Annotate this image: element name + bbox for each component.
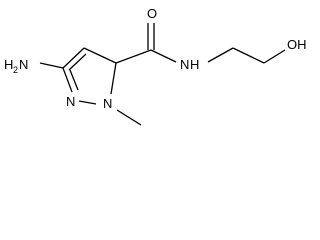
bond-n2-c3 [62,67,73,93]
bond-ch2-oh [263,49,286,64]
bond-n2-c3-inner [69,69,79,91]
bond-n1-n2 [78,100,97,105]
bond-carbonyl-n [150,49,177,63]
bond-n1-methyl [116,109,142,126]
amide-h-label: H [190,57,199,72]
bond-n-ch2 [207,47,234,63]
bond-c5-n1 [110,62,117,95]
bond-c3-c4-inner [68,53,87,71]
hydroxyl-label: OH [287,37,307,52]
amino-h2-subscript: 2 [13,65,18,75]
amide-n-label: N [180,57,189,72]
bond-c4-c5 [83,47,117,64]
bond-group [39,23,286,126]
bond-c3-nh2 [39,62,64,69]
bond-c3-c4 [62,47,85,69]
bond-ch2-ch2 [232,47,265,64]
ring-n1-label: N [103,96,112,111]
atom-label-group: H 2 N N N O N H OH [4,6,307,111]
amino-n-label: N [19,57,28,72]
ring-n2-label: N [66,94,75,109]
carbonyl-o-label: O [147,6,157,21]
molecule-structure-diagram: H 2 N N N O N H OH [4,6,307,126]
bond-c5-carbonyl [115,49,152,64]
amino-h-label: H [4,57,13,72]
